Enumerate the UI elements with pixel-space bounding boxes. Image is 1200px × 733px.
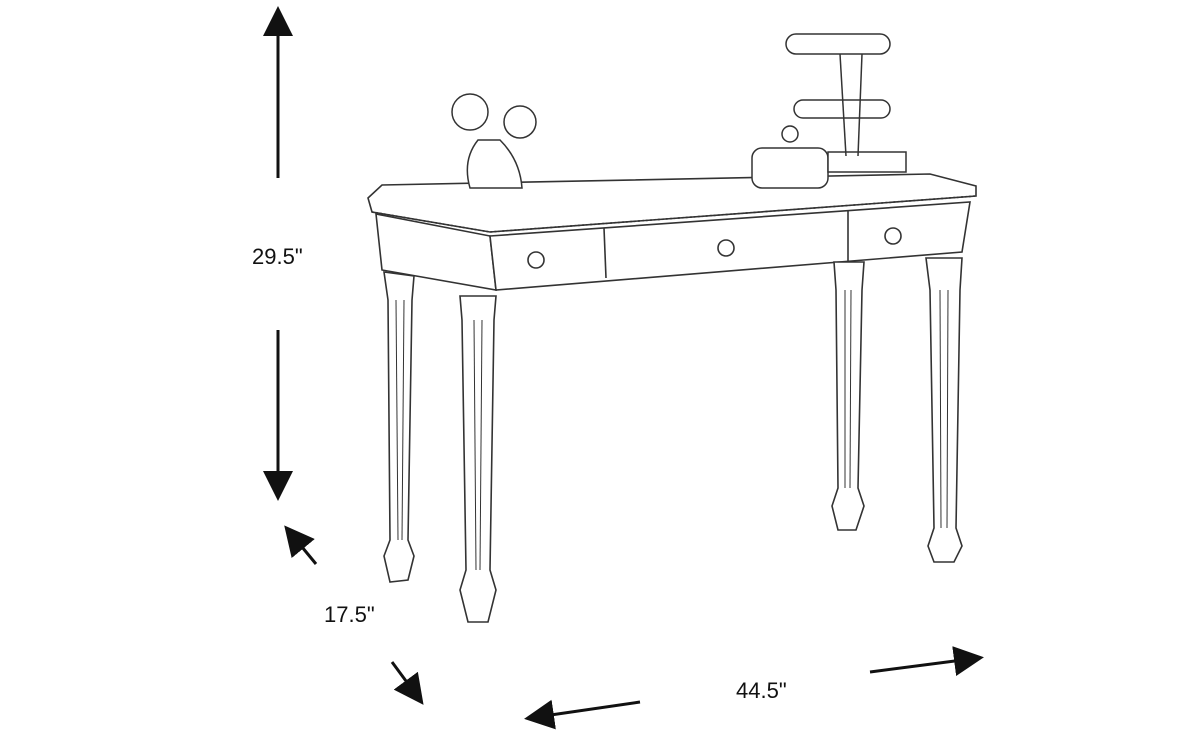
depth-label: 17.5" — [324, 602, 375, 627]
necklace-stand — [785, 33, 907, 173]
flower-vase — [451, 93, 537, 189]
width-label: 44.5" — [736, 678, 787, 703]
jewelry-box — [751, 125, 829, 189]
table — [367, 173, 977, 623]
width-arrow — [524, 646, 984, 730]
depth-arrow — [284, 525, 424, 705]
height-label: 29.5" — [252, 244, 303, 269]
